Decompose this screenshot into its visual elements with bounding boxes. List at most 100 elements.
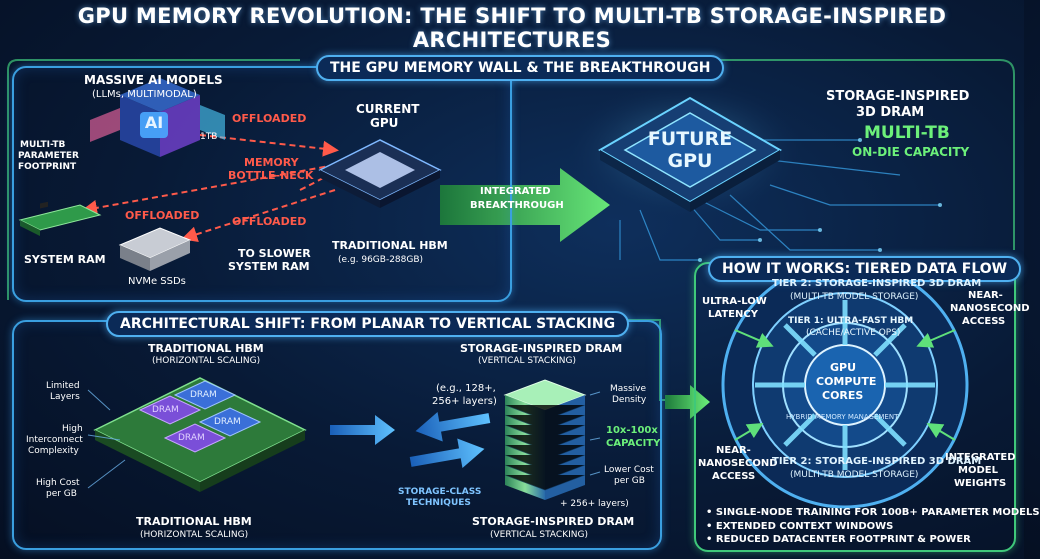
- core-line3: CORES: [822, 389, 864, 402]
- lower-cost-line2: per GB: [614, 476, 645, 486]
- layers-256-label: + 256+ layers): [560, 499, 629, 509]
- near-ns2-line3: ACCESS: [712, 471, 756, 482]
- storage-dram-line1: STORAGE-INSPIRED: [826, 89, 970, 104]
- sid-bottom-subtitle: (VERTICAL STACKING): [490, 530, 588, 540]
- on-die-label: ON-DIE CAPACITY: [852, 145, 970, 159]
- system-ram-stick: [18, 201, 102, 236]
- slower-line1: TO SLOWER: [238, 247, 311, 260]
- ai-models-subtitle: (LLMs, MULTIMODAL): [92, 89, 197, 100]
- offloaded-label-1: OFFLOADED: [232, 112, 307, 125]
- integrated-line1: INTEGRATED: [480, 186, 551, 197]
- memory-wall-panel: [12, 66, 512, 302]
- dram-chip-label: DRAM: [178, 433, 205, 443]
- cost-line1: High Cost: [36, 478, 80, 488]
- offloaded-label-2: OFFLOADED: [125, 209, 200, 222]
- ai-models-title: MASSIVE AI MODELS: [84, 73, 223, 87]
- hbm-bottom-title: TRADITIONAL HBM: [136, 515, 252, 528]
- hbm-range-label: (e.g. 96GB-288GB): [338, 255, 424, 265]
- current-gpu-line1: CURRENT: [356, 102, 420, 116]
- layers-line1: (e.g., 128+,: [436, 383, 496, 394]
- system-ram-label: SYSTEM RAM: [24, 253, 106, 266]
- interconnect-line2: Interconnect: [26, 435, 83, 445]
- core-line1: GPU: [830, 361, 857, 374]
- capacity-line2: CAPACITY: [606, 438, 661, 449]
- benefits-list: • SINGLE-NODE TRAINING FOR 100B+ PARAMET…: [706, 506, 1040, 547]
- limited-line1: Limited: [46, 381, 80, 391]
- integrated-line2: BREAKTHROUGH: [470, 200, 564, 211]
- integrated-weights-line1: INTEGRATED: [945, 452, 1016, 463]
- benefit-item: • REDUCED DATACENTER FOOTPRINT & POWER: [706, 534, 971, 545]
- bottleneck-line1: MEMORY: [244, 156, 299, 169]
- traditional-hbm-label: TRADITIONAL HBM: [332, 239, 448, 252]
- near-ns-line3: ACCESS: [962, 316, 1006, 327]
- limited-line2: Layers: [50, 392, 80, 402]
- ai-icon-text: AI: [144, 113, 164, 132]
- ultra-low-line1: ULTRA-LOW: [702, 296, 767, 307]
- current-gpu-line2: GPU: [370, 116, 399, 130]
- bottleneck-line2: BOTTLE-NECK: [228, 169, 314, 182]
- core-line2: COMPUTE: [816, 375, 877, 388]
- density-line1: Massive: [610, 384, 647, 394]
- integrated-weights-line3: WEIGHTS: [954, 478, 1007, 489]
- dram-chip-label: DRAM: [190, 390, 217, 400]
- tb-label: 1TB: [200, 132, 218, 142]
- circuit-traces: [619, 139, 940, 261]
- near-ns2-line2: NANOSECOND: [698, 458, 778, 469]
- storage-class-line1: STORAGE-CLASS: [398, 487, 482, 497]
- benefit-item: • EXTENDED CONTEXT WINDOWS: [706, 520, 894, 532]
- tier2-bottom-sub: (MULTI-TB MODEL STORAGE): [790, 470, 919, 480]
- tier-rings: [721, 261, 969, 509]
- sid-title: STORAGE-INSPIRED DRAM: [460, 342, 623, 355]
- integrated-arrow: [440, 168, 610, 242]
- near-ns-line2: NANOSECOND: [950, 303, 1030, 314]
- benefit-item: • SINGLE-NODE TRAINING FOR 100B+ PARAMET…: [706, 507, 1040, 518]
- dram-chip-label: DRAM: [152, 405, 179, 415]
- sid-bottom-title: STORAGE-INSPIRED DRAM: [472, 515, 635, 528]
- dram-chip-label: DRAM: [214, 417, 241, 427]
- multi-tb-label: MULTI-TB: [864, 123, 950, 143]
- vertical-dram-stack: [503, 379, 587, 500]
- footprint-line2: PARAMETER: [18, 151, 79, 161]
- near-ns2-line1: NEAR-: [716, 445, 751, 456]
- connector-line: [7, 59, 300, 300]
- footprint-line3: FOOTPRINT: [18, 162, 77, 172]
- ai-model-cubes: [90, 78, 225, 157]
- nvme-label: NVMe SSDs: [128, 276, 186, 287]
- planar-hbm-board: [93, 377, 307, 492]
- interconnect-line3: Complexity: [28, 446, 79, 456]
- storage-dram-line2: 3D DRAM: [856, 105, 925, 120]
- storage-class-line2: TECHNIQUES: [406, 498, 471, 508]
- current-gpu-chip: [318, 139, 442, 208]
- capacity-line1: 10x-100x: [606, 425, 658, 436]
- future-gpu-chip: [565, 80, 805, 220]
- hbm-subtitle: (HORIZONTAL SCALING): [152, 356, 261, 366]
- future-gpu-line2: GPU: [667, 150, 713, 172]
- cost-line2: per GB: [46, 489, 77, 499]
- ultra-low-line2: LATENCY: [708, 309, 758, 320]
- connector-line: [700, 59, 1015, 250]
- hbm-bottom-subtitle: (HORIZONTAL SCALING): [140, 530, 249, 540]
- future-gpu-line1: FUTURE: [647, 128, 733, 150]
- architectural-shift-header: ARCHITECTURAL SHIFT: FROM PLANAR TO VERT…: [106, 311, 630, 337]
- sid-subtitle: (VERTICAL STACKING): [478, 356, 576, 366]
- layers-line2: 256+ layers): [432, 396, 497, 407]
- density-line2: Density: [612, 395, 647, 405]
- interconnect-line1: High: [62, 424, 83, 434]
- tiered-flow-header: HOW IT WORKS: TIERED DATA FLOW: [708, 256, 1022, 282]
- stack-arrows: [330, 411, 491, 469]
- integrated-weights-line2: MODEL: [958, 465, 998, 476]
- memory-wall-header: THE GPU MEMORY WALL & THE BREAKTHROUGH: [316, 55, 725, 81]
- page-title: GPU MEMORY REVOLUTION: THE SHIFT TO MULT…: [77, 4, 947, 52]
- nvme-ssd: [118, 227, 192, 271]
- hybrid-label: HYBRID MEMORY MANAGEMENT: [786, 413, 899, 421]
- hbm-title: TRADITIONAL HBM: [148, 342, 264, 355]
- flow-arrow: [665, 385, 710, 419]
- near-ns-line1: NEAR-: [968, 290, 1003, 301]
- tier2-top-label: TIER 2: STORAGE-INSPIRED 3D DRAM: [772, 278, 982, 289]
- tier2-bottom-label: TIER 2: STORAGE-INSPIRED 3D DRAM: [772, 456, 982, 467]
- tier2-top-sub: (MULTI-TB MODEL STORAGE): [790, 292, 919, 302]
- tier1-label: TIER 1: ULTRA-FAST HBM: [788, 316, 914, 326]
- offloaded-label-3: OFFLOADED: [232, 215, 307, 228]
- slower-line2: SYSTEM RAM: [228, 260, 310, 273]
